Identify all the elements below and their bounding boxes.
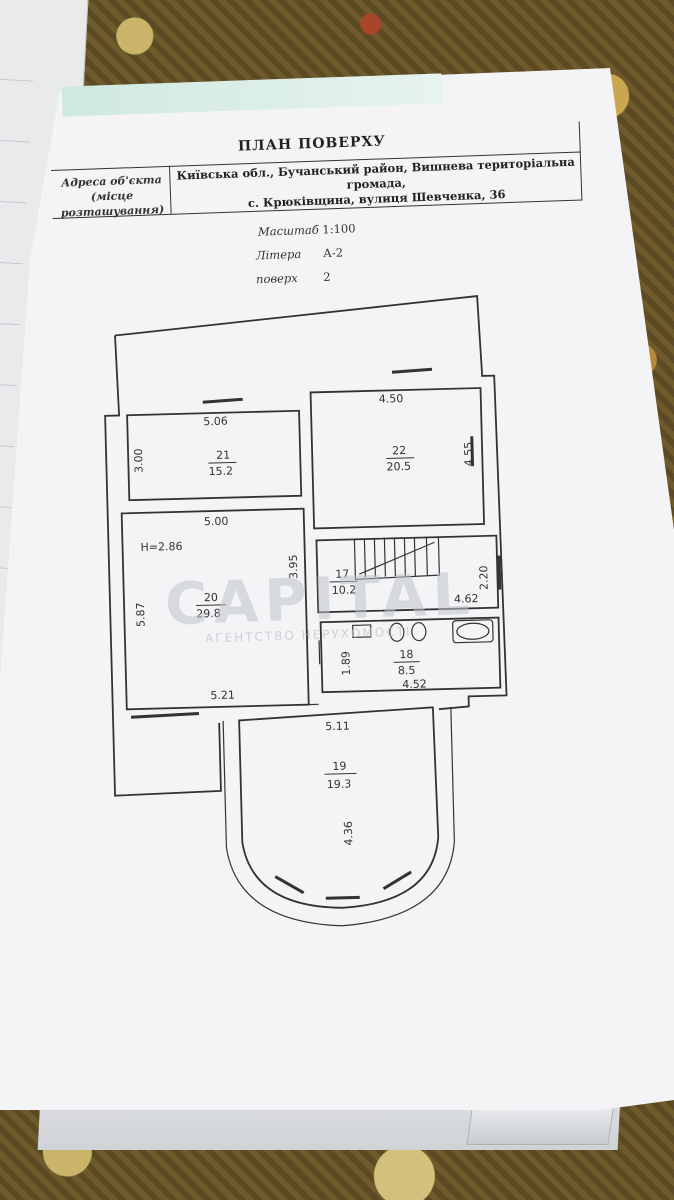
windows [130, 367, 502, 900]
room-21-depth: 3.00 [132, 448, 146, 473]
room-19-depth: 4.36 [342, 821, 356, 846]
room-22-width: 4.50 [379, 392, 404, 406]
room-19-outline [238, 706, 440, 909]
room-20-area: 29.8 [196, 607, 221, 621]
room-22-number: 22 [392, 444, 406, 457]
room-18-area: 8.5 [398, 664, 416, 677]
staircase [353, 537, 441, 580]
room-21-area: 15.2 [208, 464, 233, 478]
floor-plan-sheet [0, 68, 674, 1110]
doors [273, 495, 419, 706]
room-19-number: 19 [332, 760, 346, 773]
room-19-width: 5.11 [325, 720, 350, 734]
room-19-inner [222, 706, 455, 927]
room-20-width-top: 5.00 [204, 515, 229, 529]
room-20-number: 20 [204, 591, 218, 604]
room-17-outline [315, 534, 500, 614]
room-21-width: 5.06 [203, 415, 228, 429]
room-20-width-bottom: 5.21 [210, 689, 235, 703]
room-17-width: 4.62 [454, 592, 479, 606]
room-18-width: 4.52 [402, 677, 427, 691]
room-17-number: 17 [335, 567, 349, 580]
room-22-area: 20.5 [386, 460, 411, 474]
room-18-depth: 1.89 [339, 651, 353, 676]
bathroom-fixtures [352, 619, 494, 644]
room-19-area: 19.3 [327, 778, 352, 792]
height-note: H=2.86 [140, 540, 182, 554]
room-17-area: 10.2 [332, 583, 357, 597]
room-17-depth: 2.20 [477, 565, 491, 590]
room-20-depth: 5.87 [134, 602, 148, 627]
room-20-outline [120, 507, 310, 711]
room-18-number: 18 [399, 648, 413, 661]
room-22-depth: 4.55 [462, 442, 476, 467]
outer-wall [114, 295, 508, 711]
room-21-outline [126, 409, 303, 502]
room-20-side: 3.95 [287, 554, 301, 579]
room-18-outline [319, 616, 502, 694]
outer-wall-left [104, 335, 222, 797]
room-21-number: 21 [216, 449, 230, 462]
